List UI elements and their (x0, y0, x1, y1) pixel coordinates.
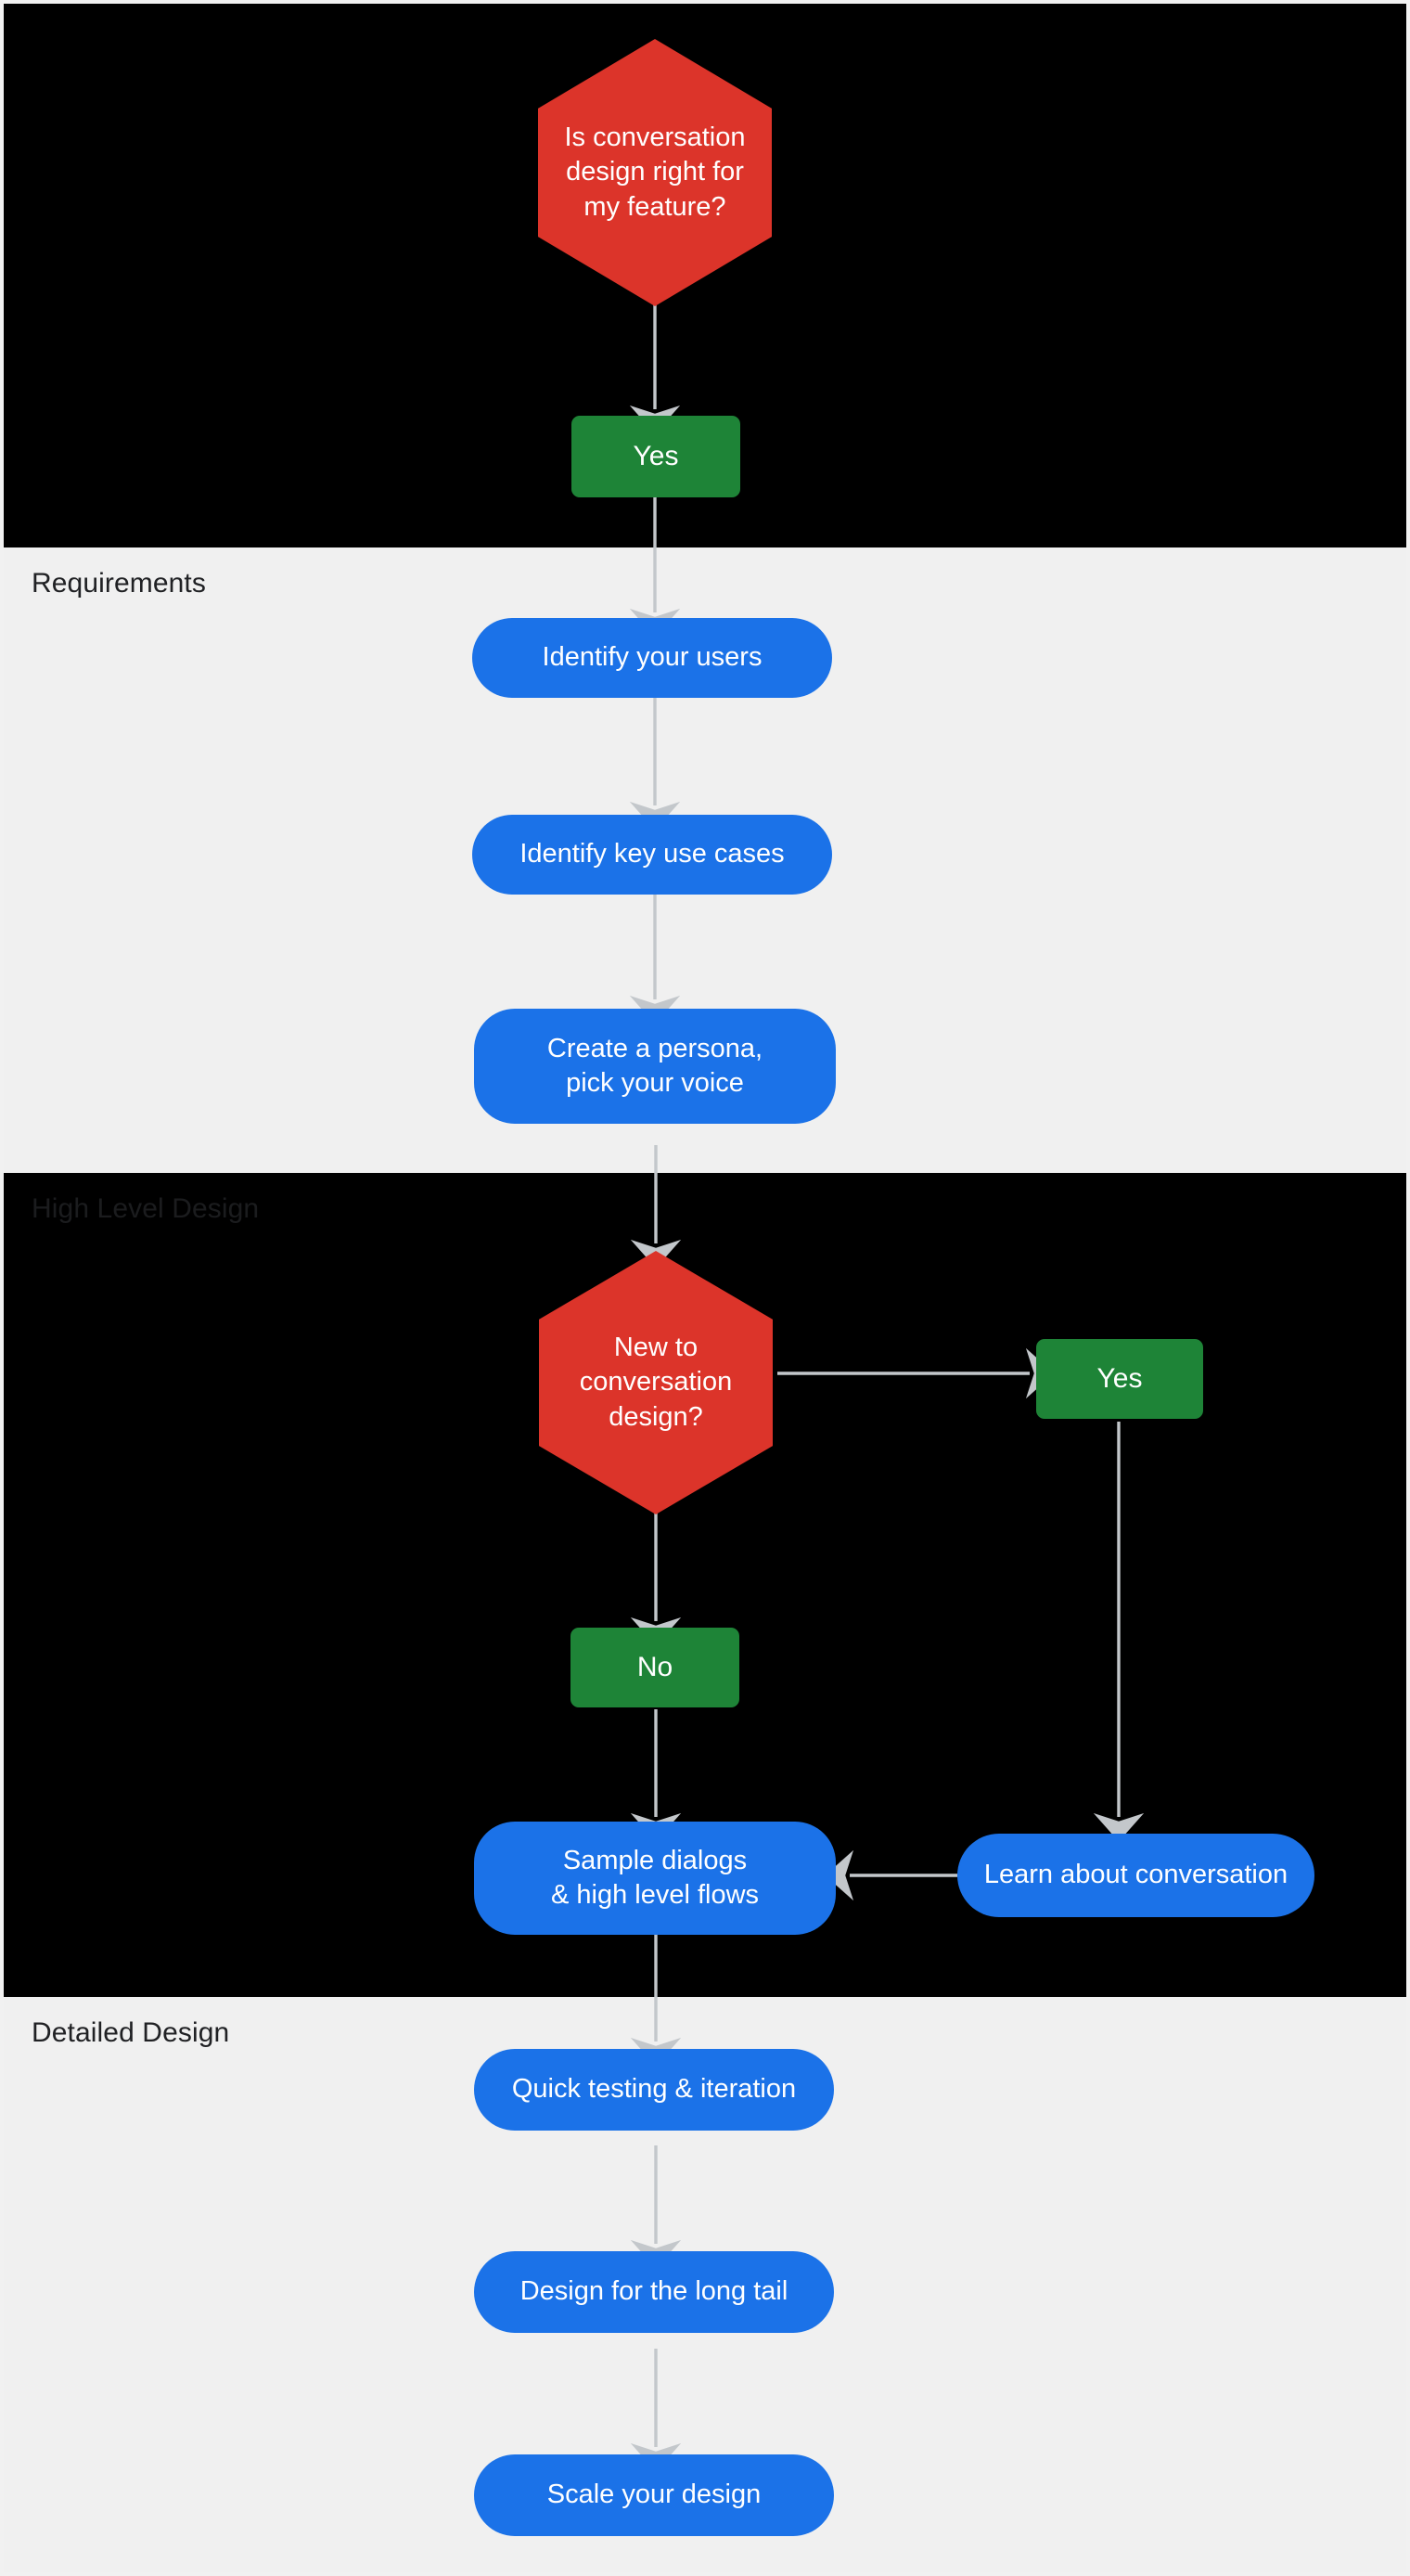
step-identify-your-users-label: Identify your users (542, 642, 763, 673)
answer-no-high-level-design[interactable]: No (570, 1628, 739, 1707)
step-learn-about-conversation[interactable]: Learn about conversation (957, 1834, 1314, 1917)
page-frame-bottom (0, 2572, 1410, 2576)
step-identify-your-users[interactable]: Identify your users (472, 618, 832, 698)
band-label-detailed-design: Detailed Design (32, 2017, 230, 2048)
step-design-for-the-long-tail-label: Design for the long tail (519, 2276, 788, 2307)
step-sample-dialogs-label: Sample dialogs & high level flows (550, 1845, 760, 1910)
step-design-for-the-long-tail[interactable]: Design for the long tail (474, 2251, 834, 2333)
step-quick-testing-label: Quick testing & iteration (511, 2074, 797, 2105)
answer-yes-top-label: Yes (633, 440, 679, 471)
answer-yes-high-level-design[interactable]: Yes (1036, 1339, 1203, 1419)
step-sample-dialogs-high-level-flows[interactable]: Sample dialogs & high level flows (474, 1822, 836, 1935)
step-identify-key-use-cases-label: Identify key use cases (519, 839, 785, 869)
band-label-requirements: Requirements (32, 568, 206, 599)
step-identify-key-use-cases[interactable]: Identify key use cases (472, 815, 832, 895)
step-scale-your-design[interactable]: Scale your design (474, 2454, 834, 2536)
step-create-a-persona[interactable]: Create a persona, pick your voice (474, 1009, 836, 1124)
decision-q2-label: New to conversation design? (579, 1333, 733, 1432)
answer-yes-hld-label: Yes (1096, 1362, 1143, 1394)
page-frame-right (1406, 0, 1410, 2576)
answer-no-hld-label: No (636, 1651, 673, 1682)
band-label-high-level-design: High Level Design (32, 1193, 260, 1224)
answer-yes-top[interactable]: Yes (571, 416, 740, 497)
page-frame-left (0, 0, 4, 2576)
step-quick-testing-and-iteration[interactable]: Quick testing & iteration (474, 2049, 834, 2131)
step-create-a-persona-label: Create a persona, pick your voice (546, 1033, 763, 1098)
page-frame-top (0, 0, 1410, 4)
step-scale-your-design-label: Scale your design (546, 2479, 762, 2510)
decision-q1-label: Is conversation design right for my feat… (564, 122, 746, 222)
step-learn-about-conversation-label: Learn about conversation (983, 1860, 1288, 1890)
